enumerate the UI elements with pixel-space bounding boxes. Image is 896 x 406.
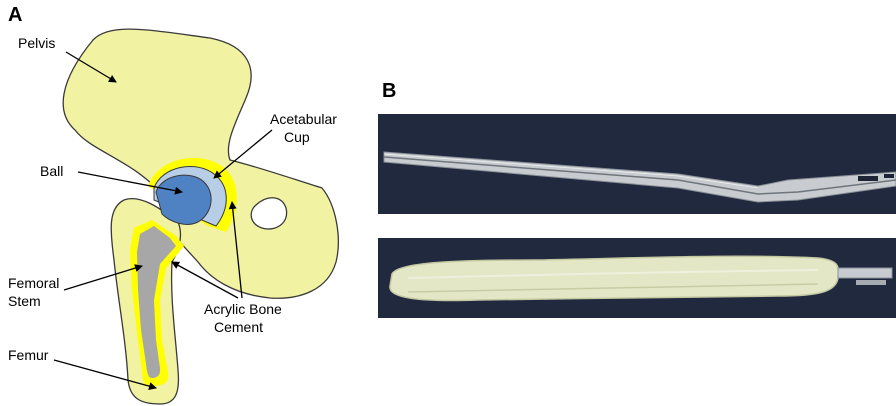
panel-b-label: B [382, 80, 396, 103]
rod-metal-end [838, 268, 892, 278]
label-femoral-stem-2: Stem [8, 293, 41, 309]
label-acrylic-bone-cement-2: Cement [214, 319, 263, 335]
label-acetabular-cup-1: Acetabular [270, 111, 337, 127]
photo-metal-instrument [378, 114, 896, 214]
label-femur: Femur [8, 347, 49, 363]
photo-cement-coated-rod [378, 238, 896, 318]
label-acrylic-bone-cement-1: Acrylic Bone [204, 301, 282, 317]
metal-rod-slot-2 [884, 174, 894, 178]
label-acetabular-cup-2: Cup [284, 129, 310, 145]
label-pelvis: Pelvis [18, 35, 55, 51]
hip-implant-diagram: Pelvis Acetabular Cup Ball Femoral Stem … [0, 0, 370, 406]
label-femoral-stem-1: Femoral [8, 275, 59, 291]
label-ball: Ball [40, 163, 63, 179]
cement-rod [390, 256, 839, 300]
metal-rod-slot [858, 176, 878, 181]
